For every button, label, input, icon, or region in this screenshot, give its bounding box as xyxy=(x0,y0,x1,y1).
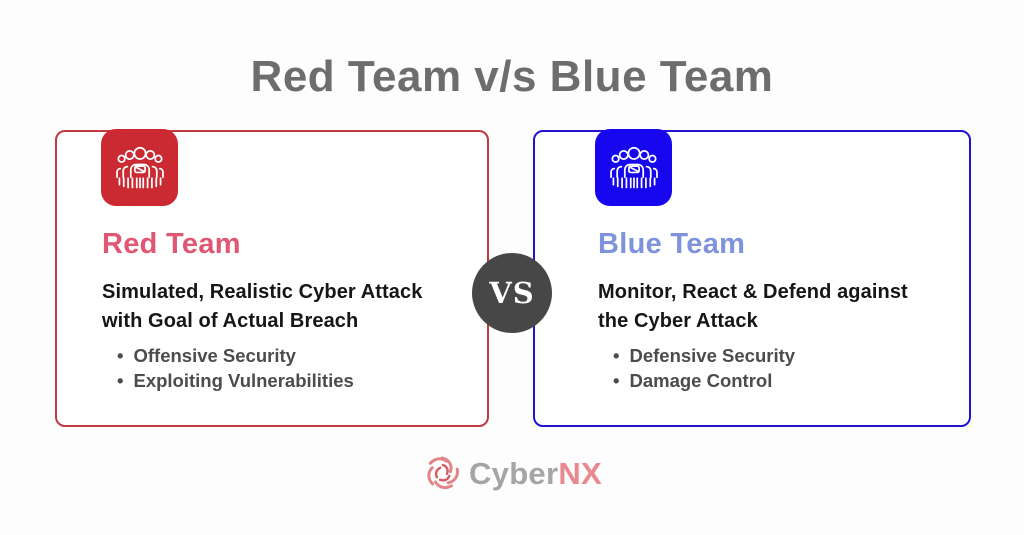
logo-wordmark: CyberNX xyxy=(469,456,602,492)
red-team-card: Red Team Simulated, Realistic Cyber Atta… xyxy=(55,129,489,427)
team-group-icon xyxy=(115,146,164,188)
vs-label: VS xyxy=(489,276,535,310)
blue-team-description-line-1: Monitor, React & Defend against xyxy=(598,281,908,303)
logo-text-primary: Cyber xyxy=(468,456,559,491)
cybernx-logo: CyberNX xyxy=(0,452,1024,496)
vs-badge: VS xyxy=(472,253,552,333)
list-item: Offensive Security xyxy=(117,343,354,368)
red-team-icon-badge xyxy=(101,129,178,206)
blue-team-bullet-list: Defensive Security Damage Control xyxy=(613,343,795,393)
red-team-description-line-1: Simulated, Realistic Cyber Attack xyxy=(102,281,423,303)
list-item: Defensive Security xyxy=(613,343,795,368)
blue-team-description: Monitor, React & Defend against the Cybe… xyxy=(598,278,908,336)
list-item: Exploiting Vulnerabilities xyxy=(117,368,353,393)
page-title: Red Team v/s Blue Team xyxy=(250,52,774,101)
blue-team-card: Blue Team Monitor, React & Defend agains… xyxy=(533,129,971,427)
red-team-description-line-2: with Goal of Actual Breach xyxy=(102,310,359,332)
red-team-bullet-list: Offensive Security Exploiting Vulnerabil… xyxy=(117,343,354,393)
list-item: Damage Control xyxy=(613,368,795,393)
blue-team-icon-badge xyxy=(595,129,672,206)
team-group-icon xyxy=(609,146,658,188)
red-team-description: Simulated, Realistic Cyber Attack with G… xyxy=(102,278,422,336)
blue-team-heading: Blue Team xyxy=(598,228,746,260)
logo-text-accent: NX xyxy=(558,456,603,491)
red-team-heading: Red Team xyxy=(102,228,241,260)
blue-team-description-line-2: the Cyber Attack xyxy=(598,310,758,332)
swirl-icon xyxy=(427,456,459,490)
